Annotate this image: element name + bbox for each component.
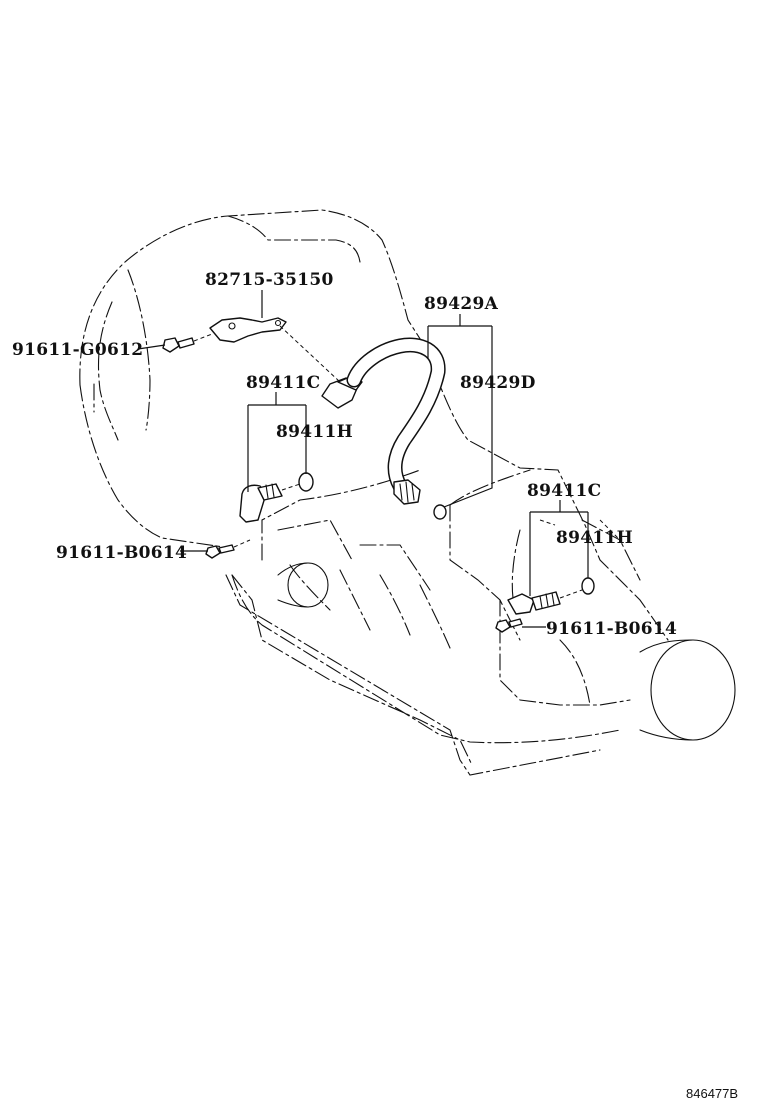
callout-89411h-right: 89411H [556, 528, 633, 548]
bolt-g0612 [162, 333, 213, 353]
sensor-harness-hose [346, 337, 446, 505]
leader-lines [137, 290, 589, 628]
o-ring-right [581, 577, 595, 595]
callout-91611-g0612: 91611-G0612 [12, 340, 143, 360]
bolt-b0614-left [205, 539, 251, 559]
callout-89429a: 89429A [424, 294, 499, 314]
callout-91611-b0614-right: 91611-B0614 [546, 619, 677, 639]
bolt-b0614-right [495, 618, 523, 633]
figure-id: 846477B [686, 1086, 738, 1101]
callout-89411h-left: 89411H [276, 422, 353, 442]
speed-sensor-left [239, 483, 283, 523]
callout-89411c-right: 89411C [527, 481, 601, 501]
speed-sensor-right [507, 591, 561, 615]
o-ring-89429d [433, 504, 447, 520]
wire-harness-bracket [209, 317, 341, 383]
o-ring-left [298, 472, 314, 492]
callout-89429d: 89429D [460, 373, 536, 393]
callout-89411c-left: 89411C [246, 373, 320, 393]
callout-82715-35150: 82715-35150 [205, 270, 334, 290]
callout-91611-b0614-left: 91611-B0614 [56, 543, 187, 563]
